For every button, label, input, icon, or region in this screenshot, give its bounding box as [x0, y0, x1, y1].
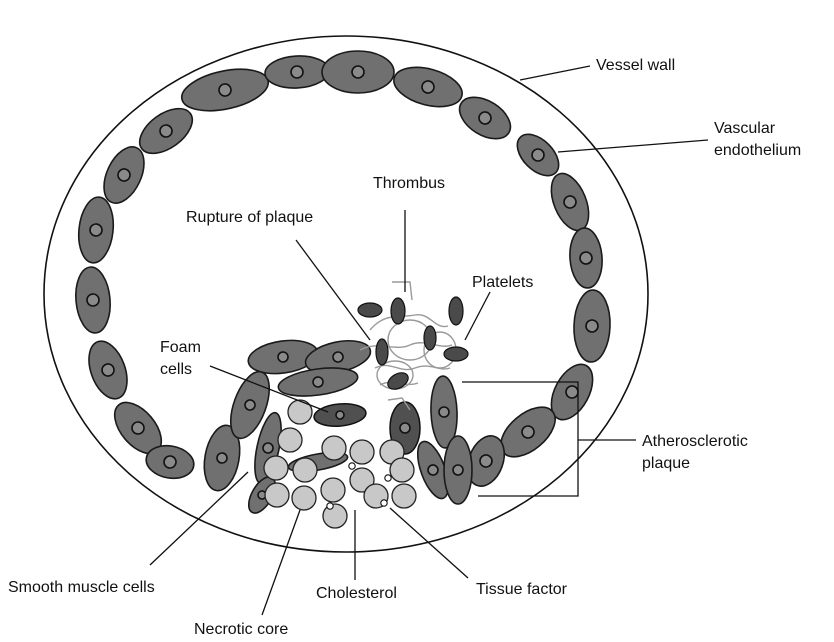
cholesterol-crystal [265, 483, 289, 507]
platelet [444, 347, 468, 361]
label-vascular-endothelium-line2: endothelium [714, 142, 801, 159]
platelet [449, 297, 463, 325]
vessel-wall-outline [44, 36, 648, 552]
tissue-factor-dot [385, 475, 391, 481]
label-vessel-wall: Vessel wall [596, 57, 675, 74]
cholesterol-crystal [293, 458, 317, 482]
tissue-factor-dot [349, 463, 355, 469]
platelet [391, 298, 405, 324]
cholesterol-crystal [323, 504, 347, 528]
cholesterol-crystal [321, 478, 345, 502]
tissue-factor-dot [327, 503, 333, 509]
label-foam-cells-line2: cells [160, 361, 192, 378]
cholesterol-crystal [390, 458, 414, 482]
label-necrotic-core: Necrotic core [194, 621, 288, 638]
label-atherosclerotic-plaque-line1: Atherosclerotic [642, 433, 748, 450]
cholesterol-crystal [288, 400, 312, 424]
label-tissue-factor: Tissue factor [476, 581, 568, 598]
label-platelets: Platelets [472, 274, 533, 291]
cholesterol-crystal [292, 486, 316, 510]
platelet [424, 326, 436, 350]
cholesterol-crystal [264, 456, 288, 480]
cholesterol-crystal [350, 440, 374, 464]
label-rupture-of-plaque: Rupture of plaque [186, 209, 313, 226]
cholesterol-crystal [322, 436, 346, 460]
cholesterol-crystal [392, 484, 416, 508]
label-foam-cells-line1: Foam [160, 339, 201, 356]
label-vascular-endothelium-line1: Vascular [714, 120, 776, 137]
label-atherosclerotic-plaque-line2: plaque [642, 455, 690, 472]
endothelial-cell [322, 51, 394, 93]
platelet [376, 339, 388, 365]
label-thrombus: Thrombus [373, 175, 445, 192]
label-cholesterol: Cholesterol [316, 585, 397, 602]
label-smooth-muscle-cells: Smooth muscle cells [8, 579, 155, 596]
tissue-factor-dot [381, 500, 387, 506]
smooth-muscle-cell [444, 436, 472, 504]
cholesterol-crystal [278, 428, 302, 452]
platelet [358, 303, 382, 317]
